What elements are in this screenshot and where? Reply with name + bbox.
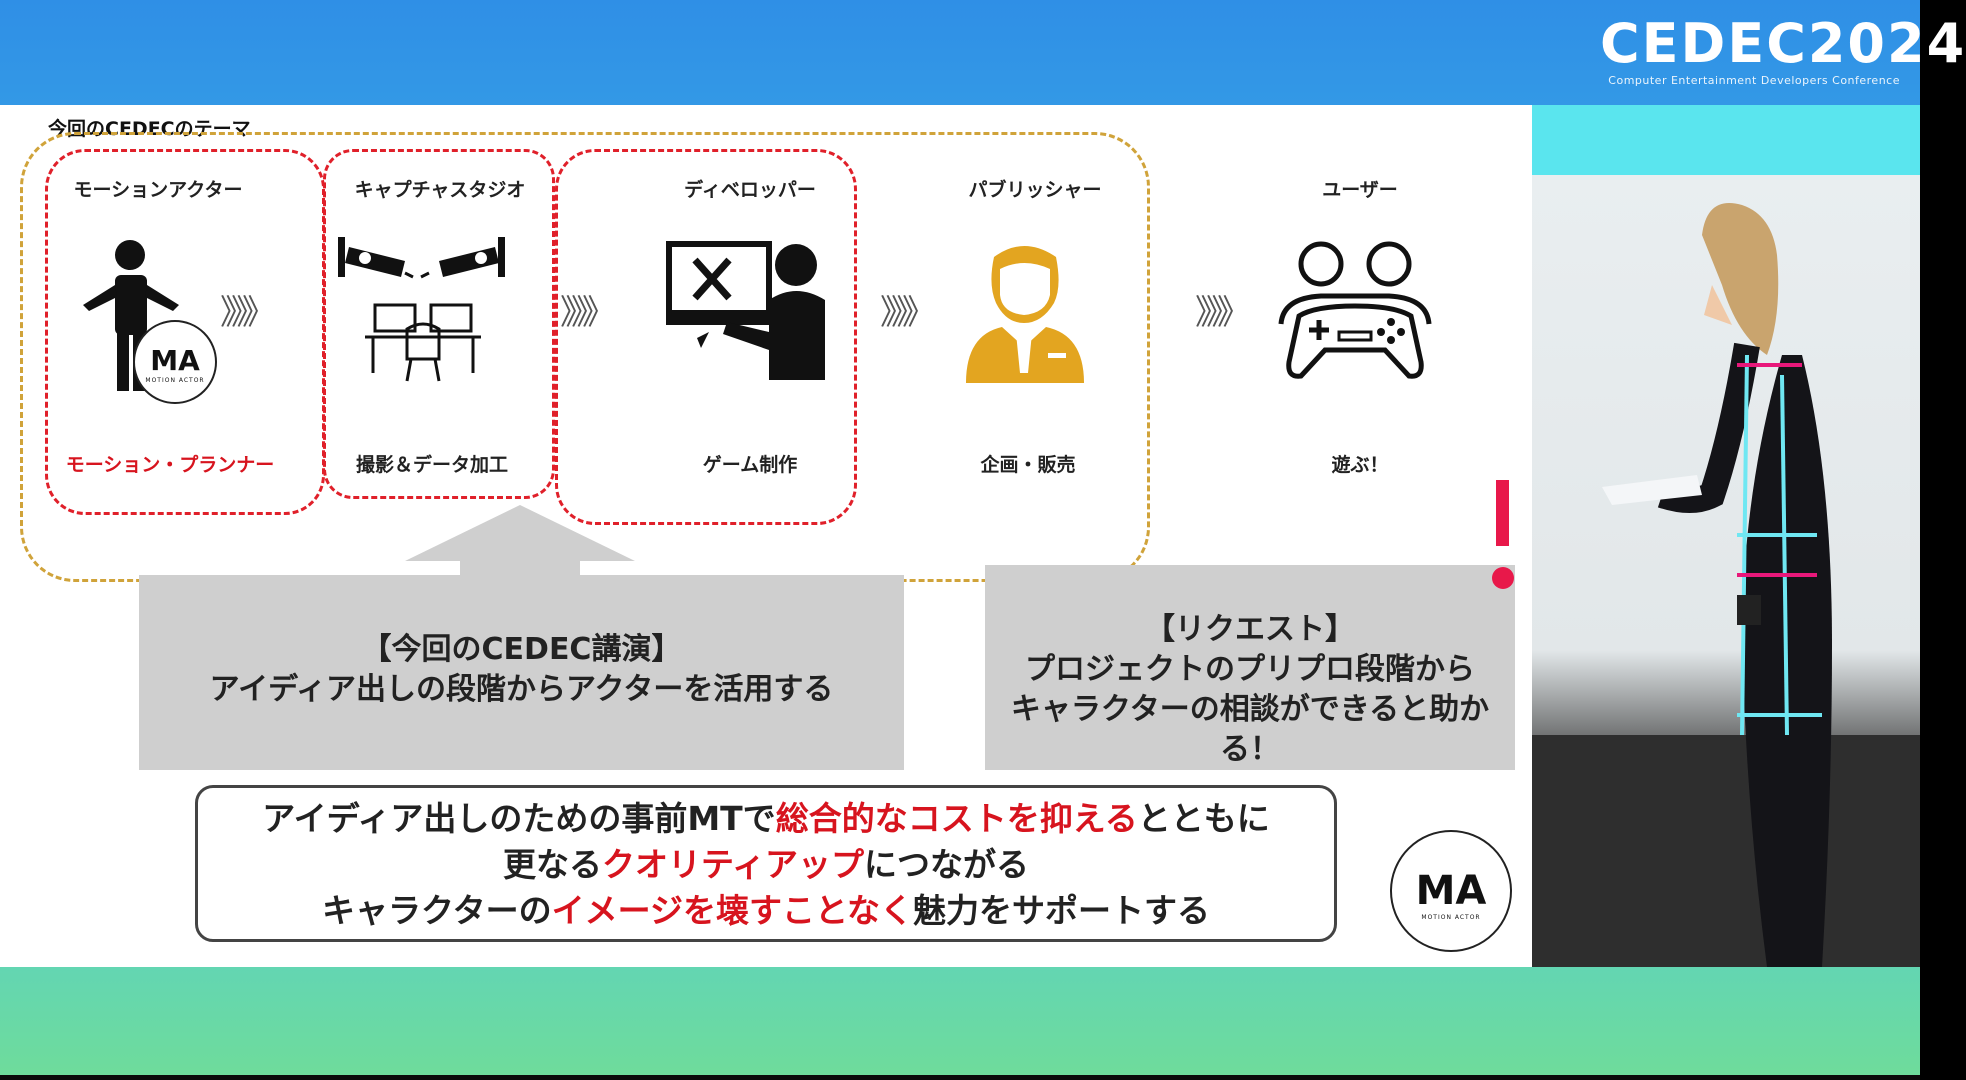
step-sub-developer: ゲーム制作 (702, 454, 798, 476)
step-title-studio: キャプチャスタジオ (354, 179, 526, 201)
lecture-box-text: アイディア出しの段階からアクターを活用する (209, 672, 834, 707)
video-frame-top (1532, 105, 1920, 175)
event-logo-main: CEDEC2024 (1600, 12, 1966, 75)
publisher-icon (962, 237, 1092, 391)
chevron-arrow-4: 》》》 (1195, 293, 1251, 333)
event-logo: CEDEC2024 Computer Entertainment Develop… (1600, 12, 1966, 94)
summary-line-2: 更なるクオリティアップにつながる (198, 842, 1334, 888)
exclamation-dot (1492, 567, 1514, 589)
developer-dashed-frame (555, 149, 857, 525)
summary-line-2-highlight: クオリティアップ (601, 845, 865, 884)
ma-logo-large-text: MOTION ACTOR (1421, 914, 1481, 921)
summary-line-3a: キャラクターの (321, 891, 552, 930)
lecture-box-title: 【今回のCEDEC講演】 (361, 632, 682, 667)
capture-studio-icon (335, 233, 515, 397)
exclamation-icon (1496, 480, 1509, 546)
chevron-arrow-3: 》》》 (880, 293, 936, 333)
summary-line-1: アイディア出しのための事前MTで総合的なコストを抑えるとともに (198, 796, 1334, 842)
ma-logo-large-mark: MA (1415, 868, 1487, 914)
lecture-box: 【今回のCEDEC講演】 アイディア出しの段階からアクターを活用する (139, 575, 904, 770)
step-title-developer: ディベロッパー (684, 179, 816, 201)
up-arrow-head (405, 505, 635, 561)
bottom-strip (0, 1075, 1920, 1080)
chevron-arrow-2: 》》》 (560, 293, 616, 333)
summary-line-3-highlight: イメージを壊すことなく (551, 891, 914, 930)
request-box: 【リクエスト】 プロジェクトのプリプロ段階から キャラクターの相談ができると助か… (985, 565, 1515, 770)
event-logo-sub: Computer Entertainment Developers Confer… (1608, 74, 1900, 87)
request-box-line3: キャラクターの相談ができると助かる！ (1010, 692, 1490, 767)
ma-logo-small: MA MOTION ACTOR (133, 320, 217, 404)
step-sub-studio: 撮影＆データ加工 (355, 454, 508, 476)
user-gamepad-icon (1275, 240, 1445, 394)
step-sub-actor: モーション・プランナー (65, 454, 275, 476)
summary-line-2c: につながる (864, 845, 1030, 884)
summary-line-3: キャラクターのイメージを壊すことなく魅力をサポートする (198, 888, 1334, 934)
summary-line-3c: 魅力をサポートする (913, 891, 1211, 930)
ma-logo-small-text: MOTION ACTOR (145, 377, 205, 384)
step-title-user: ユーザー (1322, 179, 1398, 201)
presentation-slide: 今回のCEDECのテーマ モーションアクター キャプチャスタジオ ディベロッパー… (0, 105, 1532, 967)
step-title-actor: モーションアクター (73, 179, 243, 201)
summary-line-2a: 更なる (502, 845, 602, 884)
summary-line-1c: とともに (1137, 799, 1270, 838)
summary-line-1-highlight: 総合的なコストを抑える (775, 799, 1138, 838)
step-sub-publisher: 企画・販売 (980, 454, 1076, 476)
developer-icon (665, 240, 835, 394)
studio-dashed-frame (323, 149, 555, 499)
ma-logo-large: MA MOTION ACTOR (1390, 830, 1512, 952)
step-sub-user: 遊ぶ！ (1331, 454, 1389, 476)
request-box-title: 【リクエスト】 (1145, 612, 1355, 647)
summary-box: アイディア出しのための事前MTで総合的なコストを抑えるとともに 更なるクオリティ… (195, 785, 1337, 942)
summary-line-1a: アイディア出しのための事前MTで (262, 799, 776, 838)
chevron-arrow-1: 》》》 (220, 293, 276, 333)
request-box-line2: プロジェクトのプリプロ段階から (1025, 652, 1475, 687)
speaker-video (1532, 175, 1920, 967)
speaker-figure (1532, 203, 1920, 967)
ma-logo-small-mark: MA (150, 344, 200, 377)
step-title-publisher: パブリッシャー (968, 179, 1102, 201)
